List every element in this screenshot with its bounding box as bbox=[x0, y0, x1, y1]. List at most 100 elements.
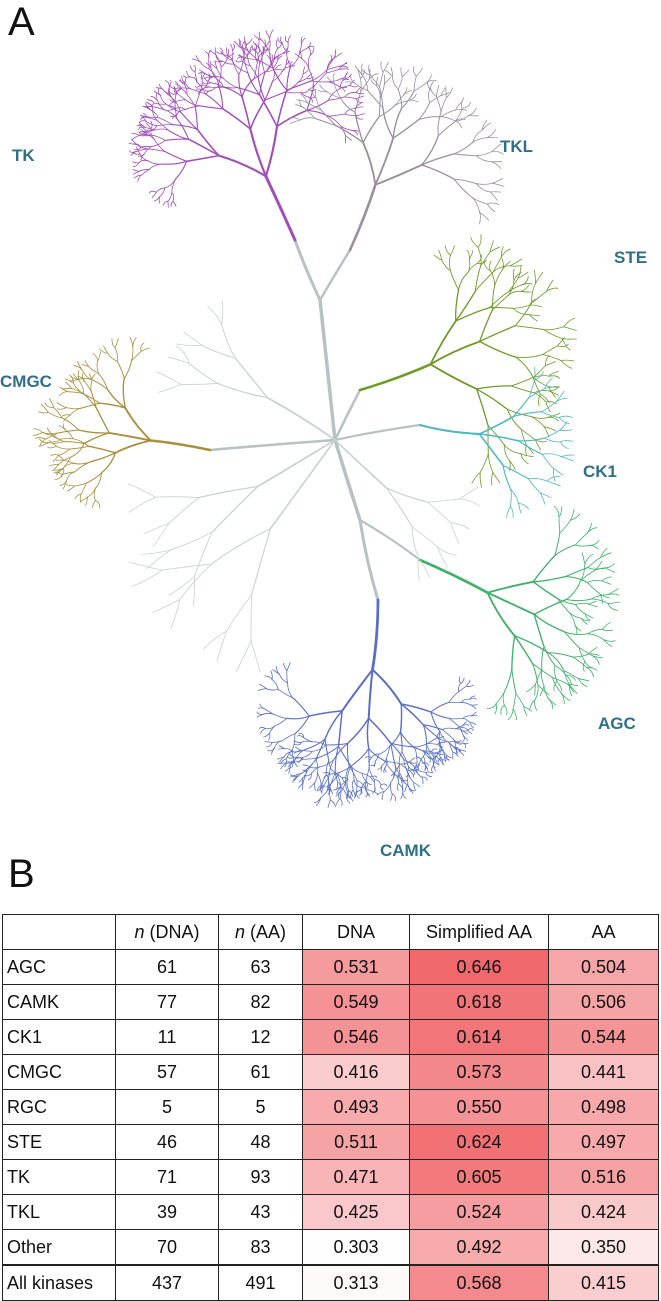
tree-branch-28 bbox=[133, 162, 139, 163]
tree-branch-23 bbox=[133, 171, 139, 174]
tree-branch-48 bbox=[165, 139, 189, 140]
cell-n-aa: 48 bbox=[219, 1125, 303, 1160]
tree-branch-884 bbox=[466, 680, 470, 686]
tree-branch-1125 bbox=[329, 760, 333, 775]
tree-branch-123 bbox=[169, 80, 171, 87]
tree-branch-1458 bbox=[128, 484, 155, 497]
tree-branch-1328 bbox=[51, 455, 59, 456]
tree-branch-1171 bbox=[335, 747, 338, 772]
tree-branch-1052 bbox=[402, 781, 403, 792]
tree-branch-821 bbox=[557, 681, 562, 691]
tree-branch-377 bbox=[308, 55, 310, 69]
tree-branch-320 bbox=[276, 40, 278, 48]
tree-branch-384 bbox=[327, 69, 340, 73]
tree-branch-655 bbox=[549, 376, 560, 379]
tree-branch-720 bbox=[542, 454, 553, 468]
tree-branch-783 bbox=[575, 625, 577, 634]
tree-branch-1289 bbox=[276, 667, 279, 675]
tree-branch-153 bbox=[177, 94, 185, 101]
cell-simplified-aa: 0.618 bbox=[410, 985, 549, 1020]
tree-branch-1107 bbox=[324, 772, 330, 774]
cell-n-aa: 61 bbox=[219, 1055, 303, 1090]
tree-branch-722 bbox=[553, 469, 555, 482]
tree-branch-724 bbox=[503, 466, 528, 479]
tree-branch-493 bbox=[426, 80, 436, 83]
tree-branch-1292 bbox=[287, 663, 290, 671]
tree-branch-46 bbox=[151, 121, 152, 129]
tree-branch-374 bbox=[302, 59, 309, 69]
tree-branch-751 bbox=[576, 545, 591, 546]
tree-branch-761 bbox=[605, 568, 615, 573]
tree-branch-859 bbox=[535, 700, 537, 710]
tree-trunk-cmgc bbox=[210, 440, 335, 450]
tree-branch-879 bbox=[449, 692, 459, 703]
tree-branch-141 bbox=[200, 106, 223, 109]
tree-branch-736 bbox=[510, 507, 513, 518]
tree-branch-744 bbox=[560, 520, 571, 533]
tree-branch-791 bbox=[594, 561, 602, 571]
tree-branch-634 bbox=[543, 346, 558, 355]
tree-branch-1055 bbox=[391, 767, 396, 783]
tree-branch-407 bbox=[345, 114, 356, 116]
tree-branch-1138 bbox=[303, 765, 309, 767]
cell-n-dna: 57 bbox=[116, 1055, 219, 1090]
tree-branch-150 bbox=[176, 100, 186, 102]
tree-branch-801 bbox=[564, 632, 587, 635]
tree-branch-741 bbox=[559, 517, 560, 533]
tree-branch-309 bbox=[247, 39, 252, 45]
tree-branch-1477 bbox=[227, 595, 252, 631]
tree-branch-170 bbox=[195, 65, 196, 72]
row-name: Other bbox=[3, 1230, 116, 1266]
tree-branch-273 bbox=[309, 85, 313, 89]
tree-branch-1443 bbox=[208, 306, 222, 324]
cell-dna: 0.425 bbox=[303, 1195, 410, 1230]
tree-branch-1249 bbox=[292, 734, 295, 750]
tree-branch-622 bbox=[532, 291, 547, 303]
tree-branch-302 bbox=[226, 48, 227, 56]
tree-branch-1434 bbox=[157, 372, 181, 385]
tree-branch-1469 bbox=[437, 547, 447, 567]
tree-branch-907 bbox=[463, 736, 465, 742]
tree-branch-540 bbox=[422, 165, 455, 179]
tree-branch-1281 bbox=[258, 689, 266, 691]
tree-branch-491 bbox=[414, 83, 426, 91]
tree-branch-712 bbox=[560, 430, 572, 431]
tree-branch-1064 bbox=[386, 762, 401, 764]
tree-branch-1478 bbox=[217, 631, 227, 662]
tree-branch-803 bbox=[603, 623, 611, 630]
tree-branch-408 bbox=[356, 114, 364, 116]
tree-branch-417 bbox=[363, 143, 375, 185]
tree-branch-486 bbox=[402, 70, 409, 77]
tree-branch-539 bbox=[492, 162, 501, 169]
tree-branch-793 bbox=[566, 599, 591, 601]
tree-branch-440 bbox=[333, 74, 334, 84]
row-name: STE bbox=[3, 1125, 116, 1160]
tree-branch-122 bbox=[165, 81, 169, 87]
tree-branch-288 bbox=[223, 78, 237, 87]
tree-root-other-1 bbox=[267, 398, 335, 440]
tree-branch-1178 bbox=[337, 799, 340, 806]
cell-simplified-aa: 0.646 bbox=[410, 950, 549, 985]
tree-branch-606 bbox=[490, 261, 492, 271]
cell-aa: 0.504 bbox=[549, 950, 659, 985]
tree-branch-352 bbox=[301, 38, 305, 44]
tree-branch-1018 bbox=[412, 744, 427, 747]
tree-branch-1418 bbox=[108, 353, 118, 361]
tree-branch-925 bbox=[443, 728, 456, 730]
tree-branch-378 bbox=[309, 47, 311, 56]
tree-branch-98 bbox=[140, 131, 147, 132]
tree-branch-588 bbox=[508, 278, 518, 292]
tree-branch-27 bbox=[133, 163, 138, 167]
cell-n-aa: 43 bbox=[219, 1195, 303, 1230]
tree-branch-693 bbox=[479, 416, 514, 434]
tree-branch-1446 bbox=[194, 532, 212, 577]
tree-branch-1444 bbox=[222, 301, 223, 325]
tree-branch-1223 bbox=[314, 783, 315, 791]
tree-branch-231 bbox=[276, 69, 282, 70]
tree-branch-638 bbox=[561, 360, 574, 361]
tree-branch-625 bbox=[515, 326, 543, 330]
row-name: TK bbox=[3, 1160, 116, 1195]
tree-branch-1473 bbox=[252, 529, 271, 595]
tree-branch-702 bbox=[541, 402, 556, 412]
tree-branch-279 bbox=[260, 95, 278, 127]
